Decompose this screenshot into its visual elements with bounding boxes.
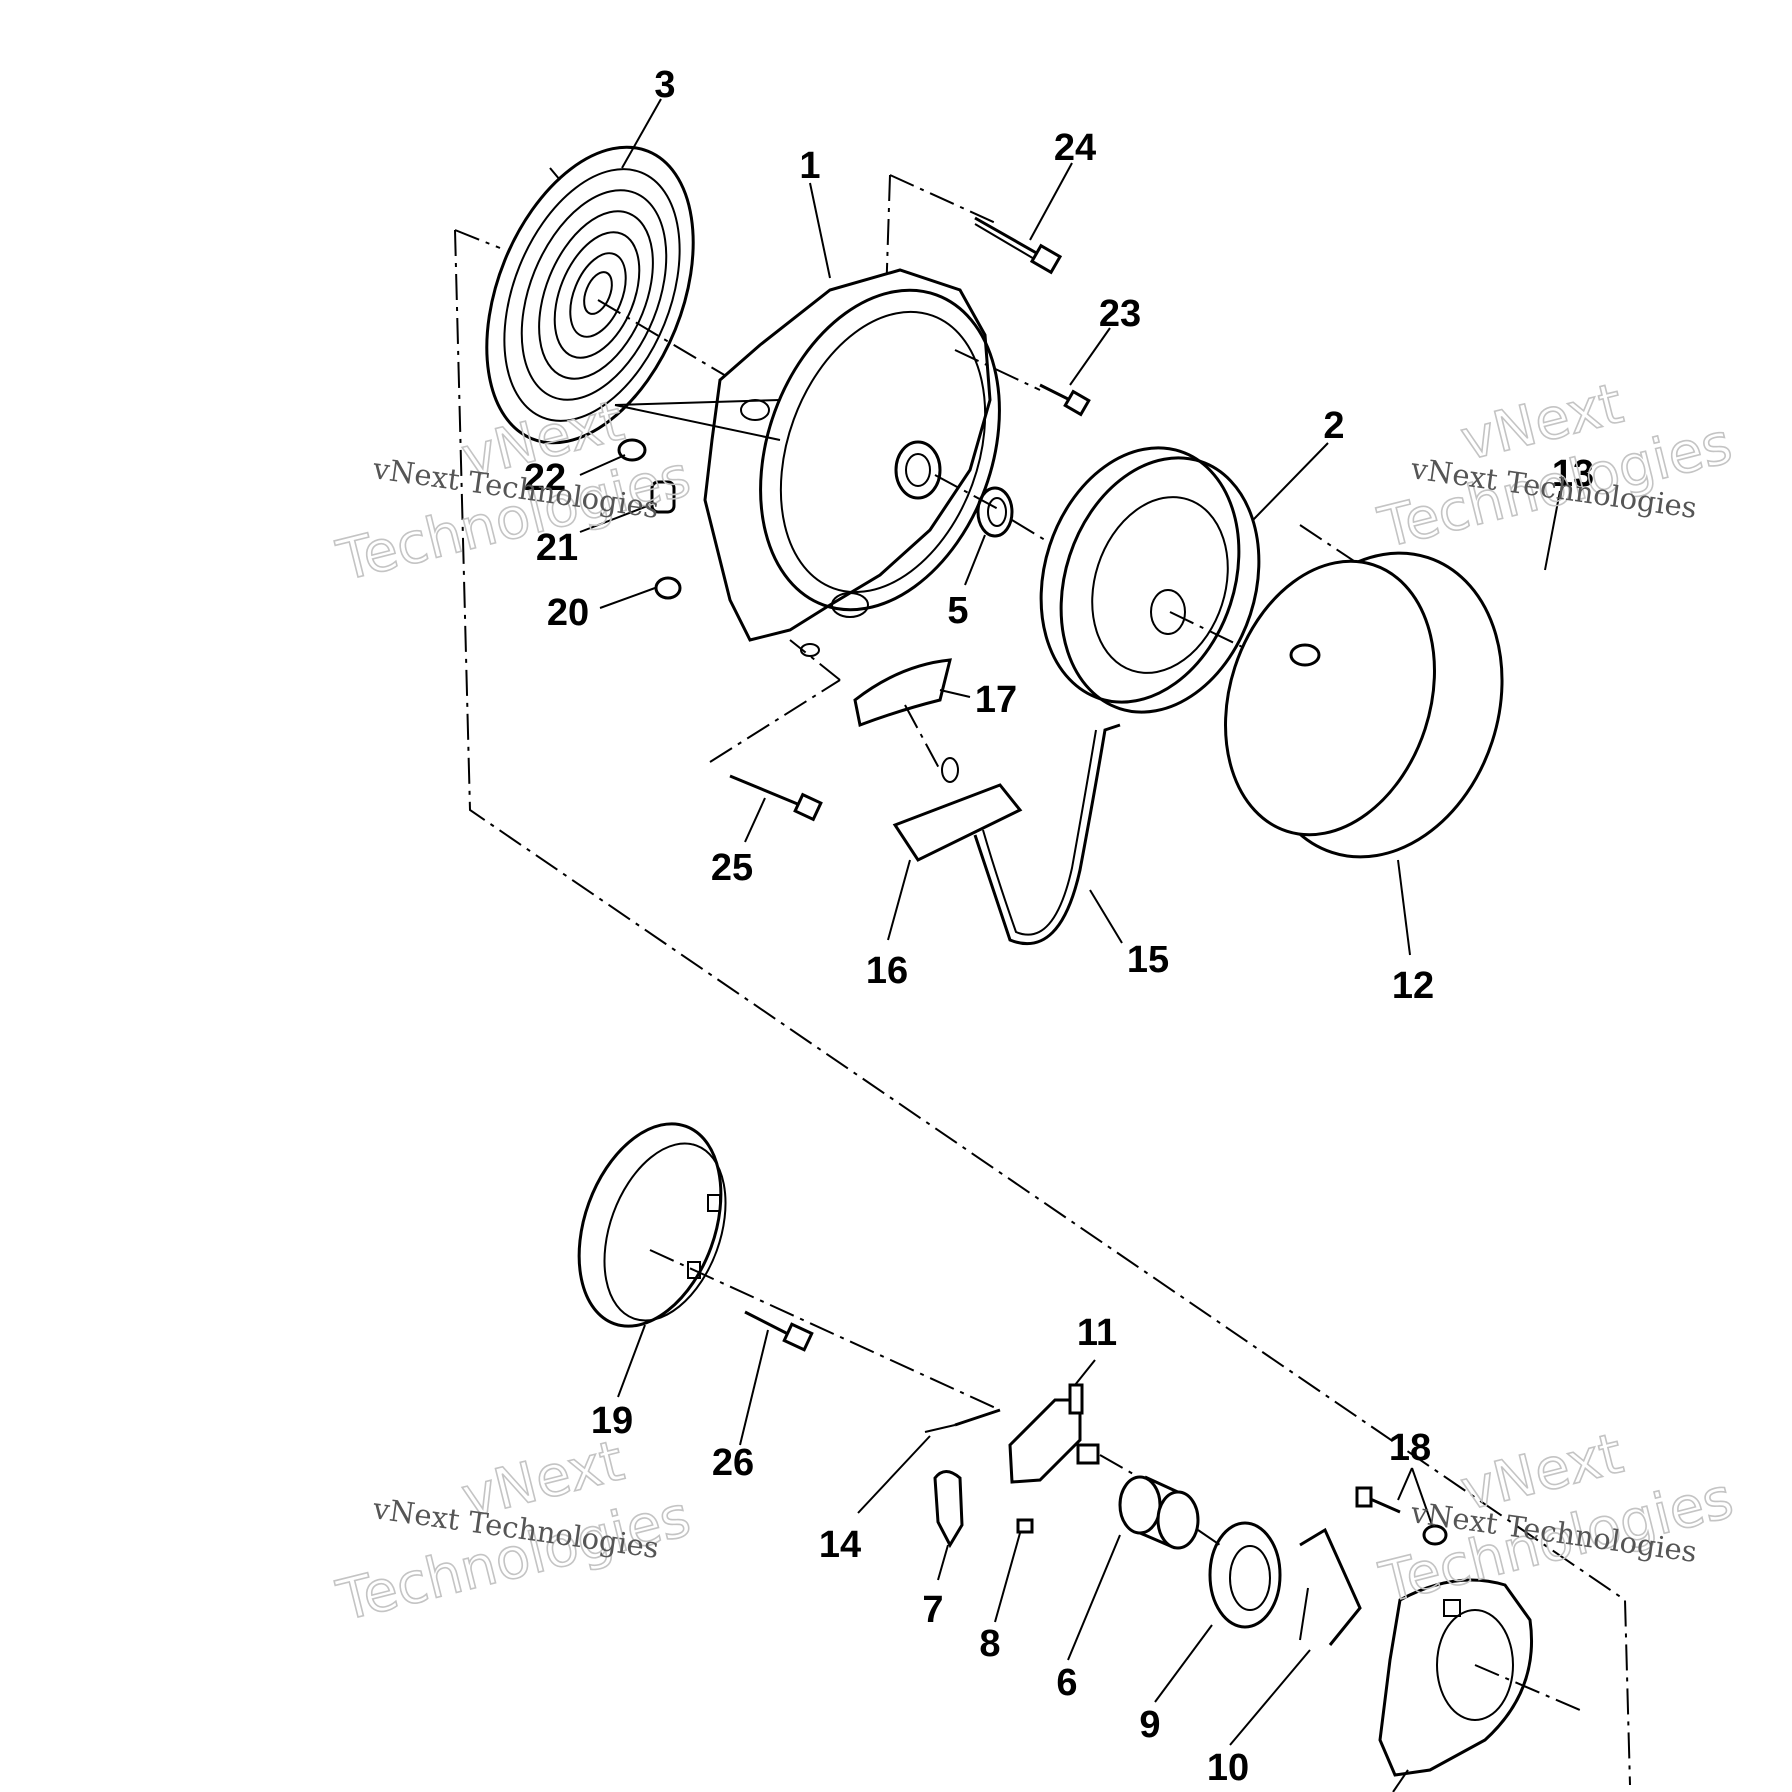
spring-wire-10-part — [1299, 1527, 1362, 1646]
handle-16-and-rope-15-part — [892, 704, 1121, 946]
callout-1: 1 — [799, 145, 820, 187]
callout-18: 18 — [1389, 1427, 1431, 1469]
callout-11: 11 — [1077, 1312, 1117, 1354]
washer-9-part — [1208, 1521, 1282, 1629]
callout-25: 25 — [711, 847, 753, 889]
callout-26: 26 — [712, 1442, 754, 1484]
callout-15: 15 — [1127, 939, 1169, 981]
bolt-25-part — [709, 639, 841, 822]
cover-12-part — [1224, 551, 1504, 859]
callout-22: 22 — [524, 457, 566, 499]
callout-9: 9 — [1139, 1704, 1160, 1746]
bolt-23-part — [954, 349, 1091, 417]
pawl-assembly-11-14-7-8 — [924, 1383, 1136, 1549]
callout-14: 14 — [819, 1524, 861, 1566]
bolt-24-part — [974, 216, 1063, 275]
callout-21: 21 — [536, 527, 578, 569]
ring-19-part — [577, 1122, 1001, 1411]
callout-5: 5 — [947, 590, 968, 632]
seal-ring-5-part — [976, 486, 1046, 541]
screw-washer-18-part — [1355, 1486, 1448, 1546]
callout-13: 13 — [1552, 453, 1594, 495]
callout-2: 2 — [1323, 405, 1344, 447]
starter-housing-part — [703, 268, 1001, 657]
callout-20: 20 — [547, 592, 589, 634]
bushing-6-part — [1118, 1475, 1221, 1550]
callout-10: 10 — [1207, 1747, 1249, 1789]
callout-labels: 3 1 24 23 2 13 22 21 20 5 17 25 16 15 12… — [524, 64, 1594, 1789]
callout-3: 3 — [654, 64, 675, 106]
callout-12: 12 — [1392, 965, 1434, 1007]
handle-insert-17-part — [853, 658, 952, 728]
callout-17: 17 — [975, 679, 1017, 721]
callout-8: 8 — [979, 1623, 1000, 1665]
leader-lines — [579, 98, 1561, 1792]
bolt-26-part — [744, 1310, 814, 1352]
callout-23: 23 — [1099, 293, 1141, 335]
callout-16: 16 — [866, 950, 908, 992]
callout-7: 7 — [922, 1589, 943, 1631]
spiral-spring-part — [485, 145, 776, 445]
callout-24: 24 — [1054, 127, 1096, 169]
callout-19: 19 — [591, 1400, 633, 1442]
small-parts-22-21-20 — [614, 399, 781, 600]
ratchet-plate-part — [1378, 1578, 1581, 1777]
callout-6: 6 — [1056, 1662, 1077, 1704]
